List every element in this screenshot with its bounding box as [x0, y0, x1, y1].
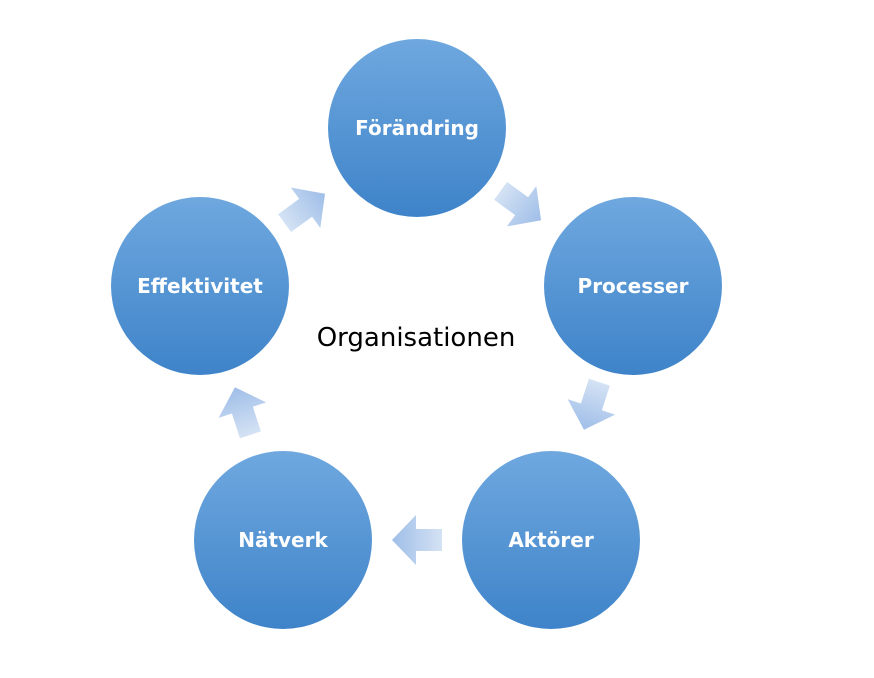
- node-label-effektivitet: Effektivitet: [137, 274, 263, 298]
- node-circle: [462, 451, 640, 629]
- node-effektivitet: Effektivitet: [111, 197, 289, 375]
- center-label: Organisationen: [317, 323, 516, 353]
- node-label-aktorer: Aktörer: [508, 528, 594, 552]
- node-label-forandring: Förändring: [355, 116, 479, 140]
- arrow-processer-to-aktorer: [567, 378, 616, 430]
- node-label-processer: Processer: [578, 274, 689, 298]
- arrow-effektivitet-to-forandring: [278, 187, 326, 233]
- node-label-natverk: Nätverk: [238, 528, 328, 552]
- node-circle: [111, 197, 289, 375]
- arrow-forandring-to-processer: [494, 181, 542, 227]
- arrow-aktorer-to-natverk: [392, 515, 442, 565]
- node-circle: [544, 197, 722, 375]
- node-processer: Processer: [544, 197, 722, 375]
- node-circle: [328, 39, 506, 217]
- node-circle: [194, 451, 372, 629]
- node-aktorer: Aktörer: [462, 451, 640, 629]
- arrow-natverk-to-effektivitet: [218, 387, 267, 439]
- node-natverk: Nätverk: [194, 451, 372, 629]
- node-forandring: Förändring: [328, 39, 506, 217]
